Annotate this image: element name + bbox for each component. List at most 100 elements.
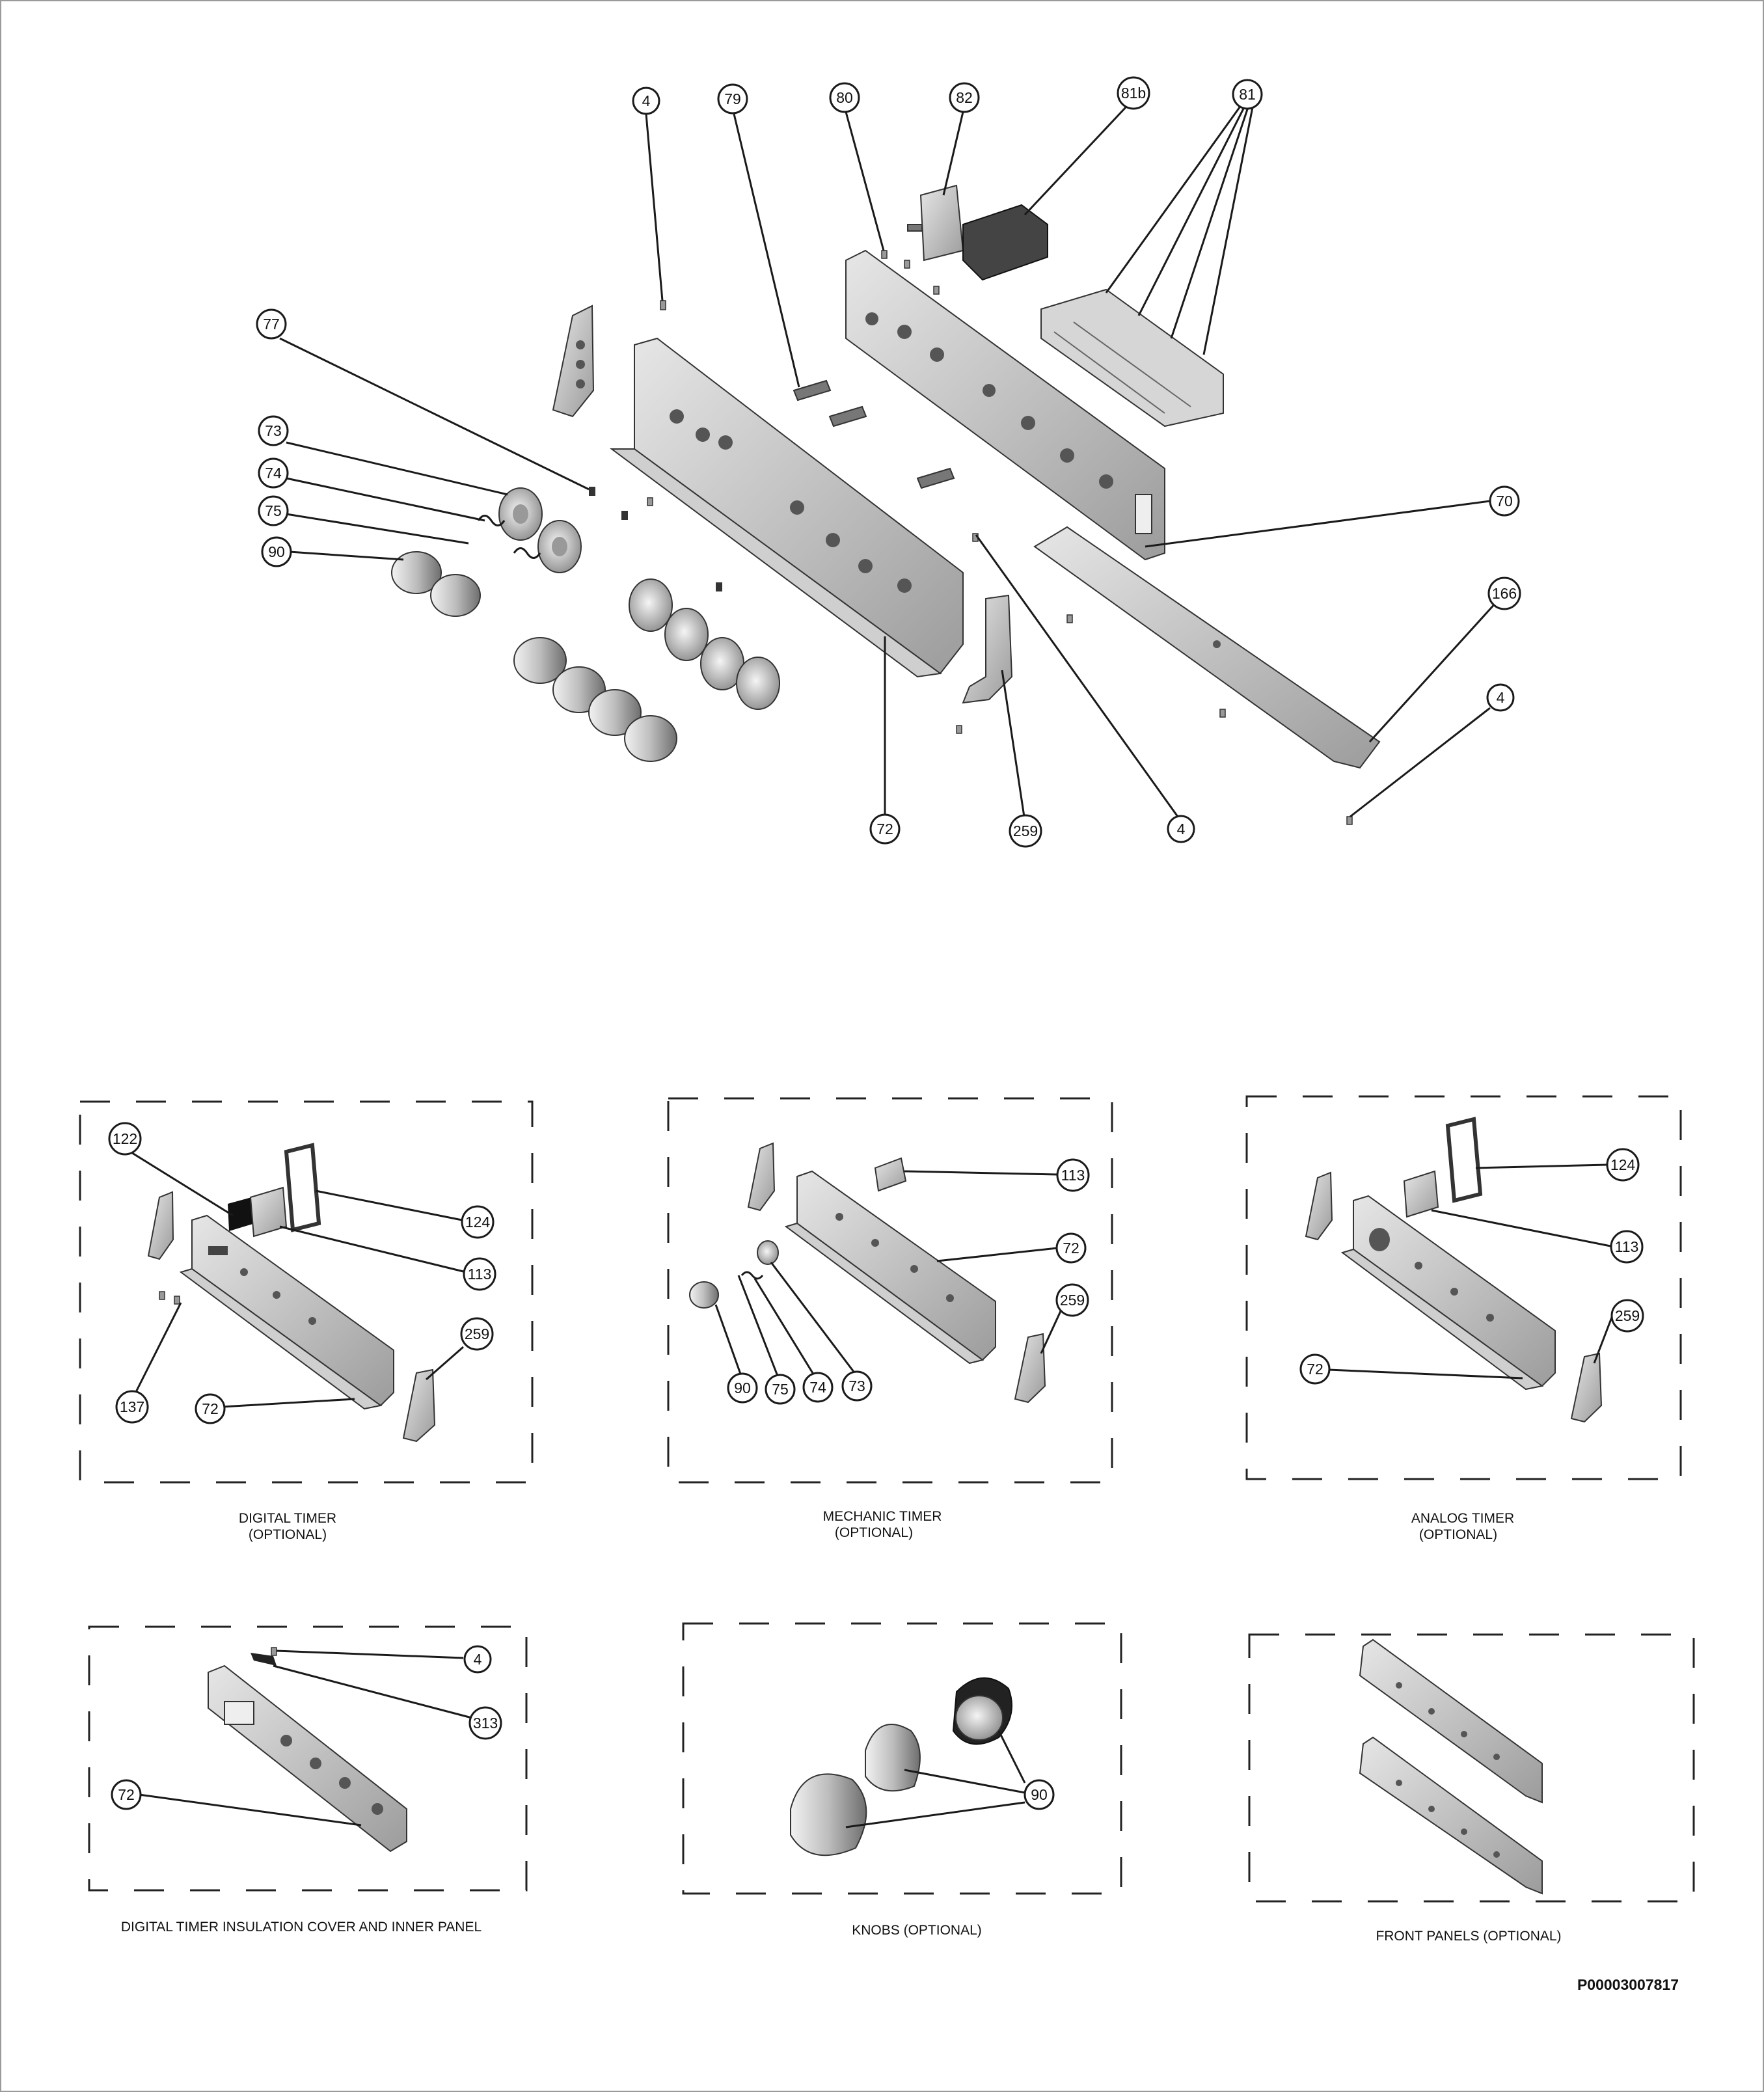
bottom-shield bbox=[1033, 526, 1381, 769]
callout-label: 259 bbox=[1615, 1307, 1640, 1324]
callout-72: 72 bbox=[195, 1393, 226, 1424]
callout-label: 79 bbox=[724, 90, 741, 107]
callout-label: 4 bbox=[474, 1651, 482, 1668]
callout-72: 72 bbox=[1299, 1353, 1331, 1385]
callout-137: 137 bbox=[115, 1390, 149, 1424]
callout-113: 113 bbox=[463, 1257, 496, 1291]
main-leaders bbox=[279, 106, 1498, 818]
callout-label: 77 bbox=[263, 316, 280, 333]
callout-label: 81 bbox=[1239, 86, 1256, 103]
panel-digital-timer: 122 124 113 259 137 72 DIGITAL TIMER (OP… bbox=[79, 1100, 534, 1542]
terminal-switches bbox=[1040, 288, 1224, 428]
gas-valve bbox=[907, 184, 964, 262]
callout-313: 313 bbox=[468, 1706, 502, 1740]
callout-label: 72 bbox=[876, 821, 893, 837]
callout-72: 72 bbox=[111, 1779, 142, 1810]
rods bbox=[793, 379, 955, 489]
callout-label: 166 bbox=[1492, 585, 1517, 602]
callout-74: 74 bbox=[802, 1372, 834, 1403]
callout-label: 90 bbox=[268, 543, 285, 560]
callout-4-right: 4 bbox=[1486, 683, 1515, 712]
callout-82: 82 bbox=[949, 82, 980, 113]
callout-72: 72 bbox=[869, 813, 901, 845]
panel-insulation-cover: 4 313 72 DIGITAL TIMER INSULATION COVER … bbox=[88, 1625, 528, 1935]
callout-80: 80 bbox=[829, 82, 860, 113]
caption: FRONT PANELS (OPTIONAL) bbox=[1376, 1929, 1561, 1944]
callout-72: 72 bbox=[1055, 1232, 1087, 1264]
callout-label: 124 bbox=[1610, 1156, 1636, 1173]
callout-81b: 81b bbox=[1117, 76, 1150, 110]
callout-label: 113 bbox=[1615, 1238, 1639, 1255]
callout-label: 124 bbox=[465, 1214, 491, 1230]
caption: DIGITAL TIMER INSULATION COVER AND INNER… bbox=[121, 1920, 482, 1935]
callout-label: 113 bbox=[468, 1266, 492, 1283]
callout-113: 113 bbox=[1610, 1230, 1644, 1264]
callout-label: 259 bbox=[1060, 1292, 1085, 1309]
callout-label: 137 bbox=[120, 1398, 144, 1415]
callout-label: 90 bbox=[734, 1379, 751, 1396]
callout-75: 75 bbox=[258, 495, 289, 526]
callout-70: 70 bbox=[1489, 485, 1520, 517]
caption-line-2: (OPTIONAL) bbox=[835, 1525, 913, 1540]
document-id: P00003007817 bbox=[1577, 1976, 1679, 1993]
callout-77: 77 bbox=[256, 308, 287, 340]
callout-label: 80 bbox=[836, 89, 853, 106]
callout-label: 74 bbox=[265, 465, 282, 482]
callout-113: 113 bbox=[1056, 1158, 1090, 1192]
rear-inner-panel bbox=[845, 249, 1165, 561]
caption-line-2: (OPTIONAL) bbox=[249, 1527, 327, 1542]
caption-line-1: DIGITAL TIMER bbox=[239, 1511, 336, 1526]
caption-line-2: (OPTIONAL) bbox=[1419, 1527, 1497, 1542]
callout-label: 259 bbox=[465, 1325, 489, 1342]
panel-front-panels: FRONT PANELS (OPTIONAL) bbox=[1248, 1633, 1695, 1944]
panel-mechanic-timer: 113 72 259 90 75 74 73 MECHANIC TIMER (O… bbox=[667, 1097, 1113, 1540]
callout-label: 4 bbox=[1177, 821, 1186, 837]
callout-74: 74 bbox=[258, 457, 289, 489]
callout-90: 90 bbox=[1024, 1779, 1055, 1810]
callout-124: 124 bbox=[461, 1205, 495, 1239]
callout-label: 73 bbox=[265, 422, 282, 439]
callout-label: 72 bbox=[1307, 1361, 1323, 1378]
callout-4: 4 bbox=[463, 1645, 492, 1674]
callout-259: 259 bbox=[1055, 1283, 1089, 1317]
front-control-panel bbox=[609, 337, 964, 678]
callout-label: 122 bbox=[113, 1130, 137, 1147]
knob-group-upper bbox=[391, 487, 582, 617]
callout-label: 81b bbox=[1121, 85, 1146, 102]
callout-81: 81 bbox=[1232, 79, 1263, 110]
callout-label: 70 bbox=[1496, 493, 1513, 509]
panel-knobs: 90 KNOBS (OPTIONAL) bbox=[682, 1622, 1122, 1938]
callout-label: 72 bbox=[1063, 1240, 1079, 1257]
callout-label: 259 bbox=[1013, 822, 1038, 839]
switch-block bbox=[962, 204, 1048, 281]
callout-259: 259 bbox=[460, 1317, 494, 1351]
callout-label: 75 bbox=[772, 1381, 789, 1398]
callout-124: 124 bbox=[1606, 1148, 1640, 1182]
main-exploded-view: 4 79 80 82 81b 81 77 73 74 75 90 70 166 … bbox=[256, 76, 1521, 848]
side-bracket-right bbox=[962, 594, 1013, 704]
callout-label: 313 bbox=[473, 1715, 498, 1732]
callout-166: 166 bbox=[1487, 577, 1521, 610]
callout-90: 90 bbox=[727, 1372, 758, 1404]
callout-259: 259 bbox=[1610, 1299, 1644, 1333]
callout-259: 259 bbox=[1009, 814, 1042, 848]
knob-group-lower bbox=[513, 578, 780, 762]
callout-75: 75 bbox=[765, 1374, 796, 1405]
callout-label: 73 bbox=[848, 1378, 865, 1394]
callout-label: 113 bbox=[1061, 1167, 1085, 1184]
caption: KNOBS (OPTIONAL) bbox=[852, 1923, 982, 1938]
callout-90: 90 bbox=[261, 536, 292, 567]
callout-label: 72 bbox=[202, 1400, 219, 1417]
callout-label: 82 bbox=[956, 89, 973, 106]
callout-label: 4 bbox=[642, 92, 651, 109]
callout-label: 4 bbox=[1497, 689, 1505, 706]
callout-4-bottom: 4 bbox=[1167, 815, 1195, 843]
callout-label: 75 bbox=[265, 502, 282, 519]
callout-73: 73 bbox=[258, 415, 289, 446]
screws bbox=[589, 250, 1353, 825]
caption-line-1: ANALOG TIMER bbox=[1411, 1511, 1514, 1526]
callout-label: 90 bbox=[1031, 1786, 1048, 1803]
callout-label: 72 bbox=[118, 1786, 135, 1803]
